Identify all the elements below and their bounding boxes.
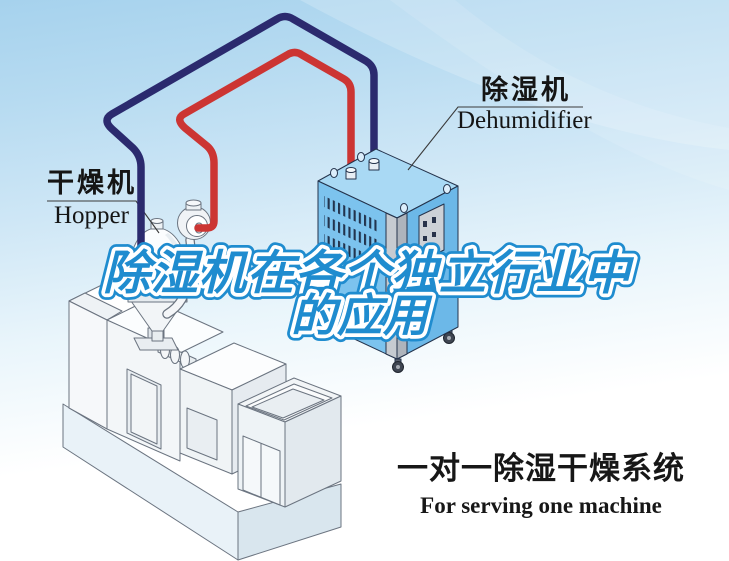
hopper-pointer-line: [47, 200, 160, 234]
background-swoosh-2: [390, 0, 729, 190]
title-line1-halo: 除湿机在各个独立行业中: [103, 246, 635, 301]
return-air-pipe: [103, 12, 378, 256]
title-line1-outline: 除湿机在各个独立行业中: [103, 246, 635, 301]
top-port: [357, 152, 365, 162]
machine-window: [186, 407, 218, 461]
hopper-label-cn: 干燥机: [47, 168, 137, 199]
dehumidifier-unit: [317, 148, 459, 373]
dry-air-pipe: [176, 48, 355, 232]
title-line2-halo: 的应用: [291, 289, 433, 342]
dehumidifier-label-cn: 除湿机: [481, 75, 571, 106]
pipe-flange: [368, 158, 380, 171]
title-line2: 的应用: [291, 289, 433, 342]
title-line2-outline: 的应用: [291, 289, 433, 342]
hopper-label-en: Hopper: [54, 202, 129, 229]
caster-wheel: [392, 358, 404, 373]
dehumidifier-label-en: Dehumidifier: [457, 107, 592, 134]
caption-en: For serving one machine: [420, 492, 662, 518]
poster-title: 除湿机在各个独立行业中 除湿机在各个独立行业中 除湿机在各个独立行业中 的应用 …: [97, 240, 641, 349]
background-swoosh: [300, 0, 729, 150]
title-line1: 除湿机在各个独立行业中: [103, 246, 635, 301]
hopper-dryer: [127, 199, 211, 351]
top-port: [443, 184, 451, 194]
dehumidifier-vents: [324, 196, 378, 270]
extruder-machine: [62, 279, 342, 561]
caption-cn: 一对一除湿干燥系统: [397, 451, 685, 487]
caption-block: 一对一除湿干燥系统 For serving one machine: [391, 451, 691, 518]
top-port: [330, 168, 338, 178]
dehumidifier-pointer-line: [407, 106, 583, 171]
top-port: [400, 203, 408, 213]
pipe-flange: [345, 167, 357, 180]
dehumidifier-control-panel: [418, 203, 445, 263]
